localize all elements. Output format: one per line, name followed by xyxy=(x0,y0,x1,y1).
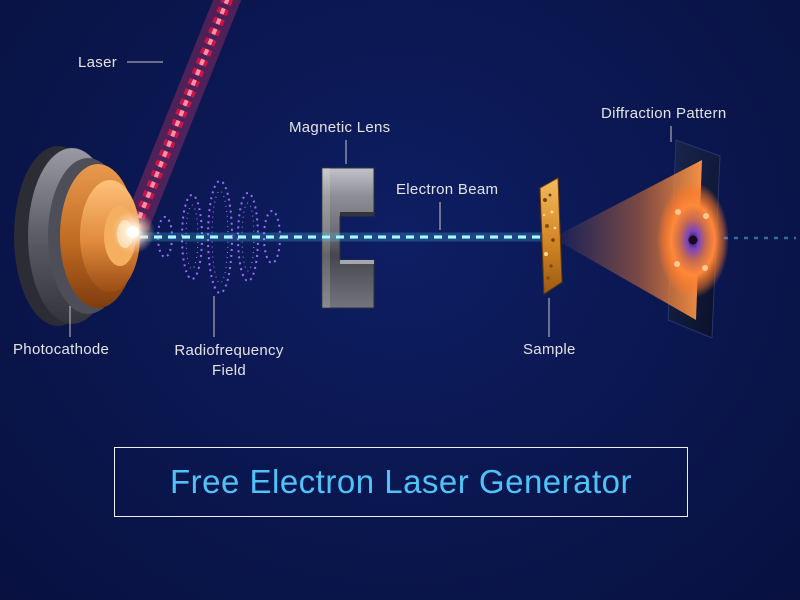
page-title: Free Electron Laser Generator xyxy=(169,463,633,500)
sample-label: Sample xyxy=(523,341,576,358)
diffraction-pattern-label: Diffraction Pattern xyxy=(601,105,727,122)
electron-beam-label: Electron Beam xyxy=(396,181,499,198)
label-pointer-lines xyxy=(69,61,672,337)
laser-beam xyxy=(123,0,242,231)
radiofrequency-field-label: Radiofrequency Field xyxy=(174,342,284,379)
diffraction-pattern-spot xyxy=(657,182,729,298)
sample-slab xyxy=(539,177,563,295)
laser-label: Laser xyxy=(78,54,118,71)
title-box: Free Electron Laser Generator xyxy=(114,447,688,517)
diffraction-cone xyxy=(560,160,702,320)
photocathode-label: Photocathode xyxy=(13,341,110,358)
magnetic-lens-label: Magnetic Lens xyxy=(289,119,391,136)
laser-impact-glow xyxy=(111,210,155,254)
